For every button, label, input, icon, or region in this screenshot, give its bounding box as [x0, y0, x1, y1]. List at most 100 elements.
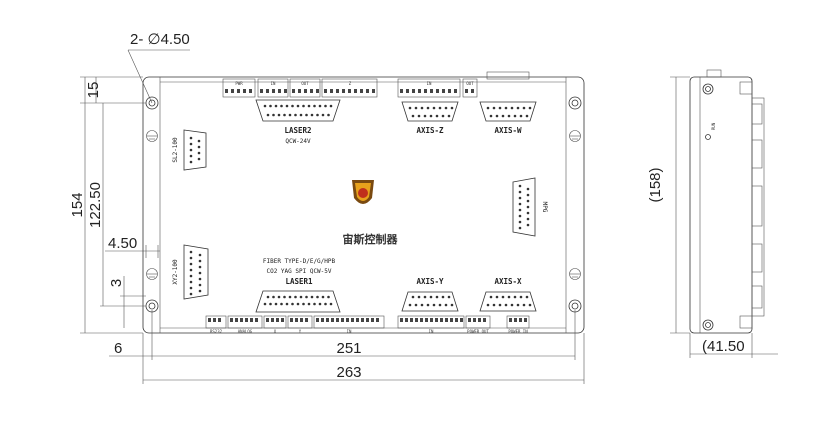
- terminal-pin: [356, 318, 359, 322]
- connector-pin: [313, 104, 316, 108]
- terminal-pin: [331, 318, 334, 322]
- terminal-pin: [292, 89, 295, 93]
- connector-pin: [307, 104, 311, 108]
- connector-pin: [288, 295, 292, 299]
- terminal-pin: [400, 318, 403, 322]
- connector-pin: [513, 295, 517, 299]
- side-connector-block: [751, 285, 763, 309]
- connector-pin: [269, 302, 272, 306]
- connector-pin: [189, 292, 193, 296]
- connector-pin: [272, 295, 275, 299]
- connector-pin: [299, 295, 303, 299]
- connector-pin: [504, 303, 508, 307]
- terminal-pin: [371, 318, 374, 322]
- connector-pin: [197, 151, 201, 155]
- connector-pin: [277, 295, 281, 299]
- connector-pin: [518, 226, 522, 230]
- laser1-connector: [255, 290, 341, 313]
- connector-pin: [435, 295, 439, 299]
- connector-pin: [277, 113, 281, 117]
- connector-pin: [489, 295, 493, 299]
- connector-pin: [324, 302, 327, 306]
- terminal-pin: [245, 318, 248, 322]
- terminal-pin: [304, 89, 307, 93]
- connector-pin: [294, 113, 297, 117]
- connector-pin: [329, 104, 333, 108]
- bottom-label-in-2: IN: [429, 329, 434, 334]
- dimension-lines: [80, 49, 585, 384]
- connector-pin: [272, 113, 275, 117]
- terminal-pin: [415, 318, 418, 322]
- terminal-pin: [276, 318, 279, 322]
- connector-pin: [305, 295, 308, 299]
- connector-pin: [441, 114, 445, 118]
- connector-pin: [299, 113, 303, 117]
- connector-pin: [526, 211, 530, 215]
- terminal-pin: [316, 89, 319, 93]
- connector-pin: [283, 113, 286, 117]
- connector-pin: [501, 295, 505, 299]
- connector-pin: [507, 295, 511, 299]
- axis-z-label: AXIS-Z: [416, 126, 444, 135]
- terminal-pin: [440, 318, 443, 322]
- connector-pin: [492, 303, 496, 307]
- connector-pin: [189, 160, 193, 164]
- terminal-pin: [410, 318, 413, 322]
- mpg-connector: [512, 177, 536, 237]
- connector-pin: [492, 106, 496, 110]
- axis-x-label: AXIS-X: [494, 277, 522, 286]
- axis-w-connector: [479, 101, 537, 122]
- side-view: RUN: [689, 69, 765, 334]
- terminal-pin: [235, 318, 238, 322]
- terminal-pin: [213, 318, 216, 322]
- connector-pin: [525, 114, 529, 118]
- connector-pin: [296, 104, 300, 108]
- connector-pin: [438, 303, 442, 307]
- connector-pin: [518, 220, 522, 224]
- connector-pin: [526, 193, 530, 197]
- connector-pin: [501, 114, 505, 118]
- connector-pin: [285, 104, 289, 108]
- terminal-pin: [436, 89, 439, 93]
- terminal-pin: [295, 318, 298, 322]
- terminal-pin: [243, 89, 246, 93]
- connector-pin: [518, 184, 522, 188]
- terminal-pin: [361, 318, 364, 322]
- bottom-label-x: X: [274, 329, 277, 334]
- connector-pin: [266, 113, 270, 117]
- connector-pin: [318, 302, 322, 306]
- connector-pin: [526, 199, 530, 203]
- connector-pin: [417, 114, 421, 118]
- connector-pin: [429, 114, 433, 118]
- terminal-pin: [272, 89, 275, 93]
- connector-pin: [450, 106, 454, 110]
- connector-pin: [263, 302, 267, 306]
- bottom-label-y: Y: [299, 329, 302, 334]
- terminal-pin: [278, 89, 281, 93]
- connector-pin: [189, 268, 193, 272]
- axis-y-connector: [401, 291, 459, 312]
- ground-symbol-icon: [569, 130, 581, 142]
- connector-pin: [414, 303, 418, 307]
- connector-pin: [495, 114, 499, 118]
- terminal-pin: [418, 89, 421, 93]
- xy2-connector: [183, 244, 209, 300]
- hole-callout-dimension: 2- ∅4.50: [130, 31, 190, 48]
- bottom-terminal-blocks: [205, 315, 530, 329]
- connector-pin: [486, 106, 490, 110]
- terminal-pin: [514, 318, 517, 322]
- terminal-pin: [465, 89, 468, 93]
- terminal-pin: [300, 318, 303, 322]
- connector-pin: [447, 295, 451, 299]
- terminal-pin: [376, 318, 379, 322]
- terminal-pin: [266, 318, 269, 322]
- connector-pin: [316, 113, 319, 117]
- dimension-4-50: 4.50: [108, 235, 137, 252]
- terminal-pin: [430, 89, 433, 93]
- terminal-pin: [455, 318, 458, 322]
- terminal-pin: [354, 89, 357, 93]
- connector-pin: [305, 113, 308, 117]
- connector-pin: [324, 104, 327, 108]
- connector-pin: [518, 196, 522, 200]
- board-front-view: PWR IN OUT Z IN OUT LASER2 QCW-24V AXIS-…: [142, 71, 585, 334]
